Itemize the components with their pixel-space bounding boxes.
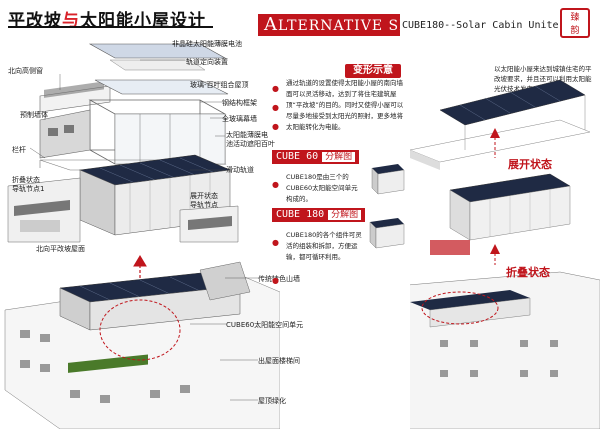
open-state-diagram bbox=[410, 79, 591, 170]
state-open-label: 展开状态 bbox=[508, 158, 552, 171]
label-steel-frame: 钢结构框架 bbox=[222, 99, 257, 107]
label-north-slope: 北向平改坡屋面 bbox=[36, 245, 85, 253]
leader-lines bbox=[29, 43, 258, 401]
label-solar-film: 非晶硅太阳能薄膜电池 bbox=[172, 40, 242, 48]
glass-curtain bbox=[114, 113, 226, 165]
building-rooftop bbox=[4, 261, 280, 429]
label-glass-curtain: 全玻璃幕墙 bbox=[222, 115, 257, 123]
cube180-text: CUBE180的各个组件可灵活的组装和拆卸，方便运输，都可循环利用。 bbox=[286, 231, 362, 261]
title-part2: 与 bbox=[62, 11, 80, 31]
label-green-roof: 屋顶绿化 bbox=[258, 397, 286, 405]
label-stair: 出屋面楼梯间 bbox=[258, 357, 300, 365]
label-north-window: 北向高侧窗 bbox=[8, 67, 43, 75]
exploded-diagram bbox=[4, 43, 280, 429]
bullet-3: ●● bbox=[272, 238, 279, 285]
alternative-space-banner: ALTERNATIVE SPACE bbox=[258, 14, 441, 36]
transform-badge: 变形示意 bbox=[345, 64, 401, 78]
north-window-layer bbox=[39, 81, 111, 113]
label-glass-roof: 玻璃-百叶组合屋顶 bbox=[190, 81, 249, 89]
alt-first-letter: A bbox=[264, 14, 278, 35]
prefab-wall bbox=[39, 109, 91, 159]
node-detail-left bbox=[7, 177, 81, 243]
transform-text: 通过轨道的设置使得太阳能小屋的南向墙面可以灵活移动，达到了将住宅建筑屋顶“平改坡… bbox=[286, 79, 404, 131]
label-sliding-track: 滑动轨道 bbox=[226, 166, 254, 174]
seal-logo: 臻韵 bbox=[560, 8, 590, 38]
bullet-1: ●●● bbox=[272, 84, 279, 131]
building-right bbox=[410, 271, 600, 429]
alt-rest: LTERNATIVE SPACE bbox=[278, 18, 443, 34]
label-track-device: 轨道定向装置 bbox=[186, 58, 228, 66]
cube180-num: CUBE 180 bbox=[276, 209, 325, 220]
right-illustrations bbox=[410, 79, 600, 429]
state-folded-label: 折叠状态 bbox=[506, 266, 550, 279]
node-detail-right bbox=[179, 205, 239, 243]
intro-text: 以太阳能小屋来达到城镇住宅的平改坡要求，并且还可以利用太阳能光伏技术发电。 bbox=[494, 65, 592, 93]
folded-state-diagram bbox=[430, 173, 571, 255]
label-cube60-unit: CUBE60太阳能空间单元 bbox=[226, 321, 304, 329]
cube60-num: CUBE 60 bbox=[276, 151, 319, 162]
assembled-cube bbox=[78, 154, 232, 236]
title-underline bbox=[8, 26, 213, 28]
label-folded-node: 折叠状态 导轨节点1 bbox=[12, 176, 45, 193]
glass-roof-layer bbox=[94, 79, 229, 95]
title-part1: 平改坡 bbox=[8, 11, 62, 31]
label-railing: 栏杆 bbox=[12, 146, 26, 154]
label-gable-wall: 传统特色山墙 bbox=[258, 275, 300, 283]
label-prefab-wall: 预制墙体 bbox=[20, 111, 48, 119]
cube60-text: CUBE180是由三个的CUBE60太阳能空间单元构成的。 bbox=[286, 173, 358, 203]
title-part3: 太阳能小屋设计 bbox=[80, 11, 206, 31]
cube60-label: 分解图 bbox=[322, 152, 356, 162]
label-open-node: 展开状态 导轨节点 bbox=[190, 192, 218, 209]
bullet-2: ● bbox=[272, 180, 279, 189]
cube-title: CUBE180--Solar Cabin Unite bbox=[402, 20, 559, 31]
cube180-label: 分解图 bbox=[328, 210, 362, 220]
solar-film-layer bbox=[88, 43, 227, 71]
label-louver: 太阳能薄膜电 池活动遮阳百叶 bbox=[226, 131, 275, 148]
cube-sketches bbox=[369, 164, 405, 249]
